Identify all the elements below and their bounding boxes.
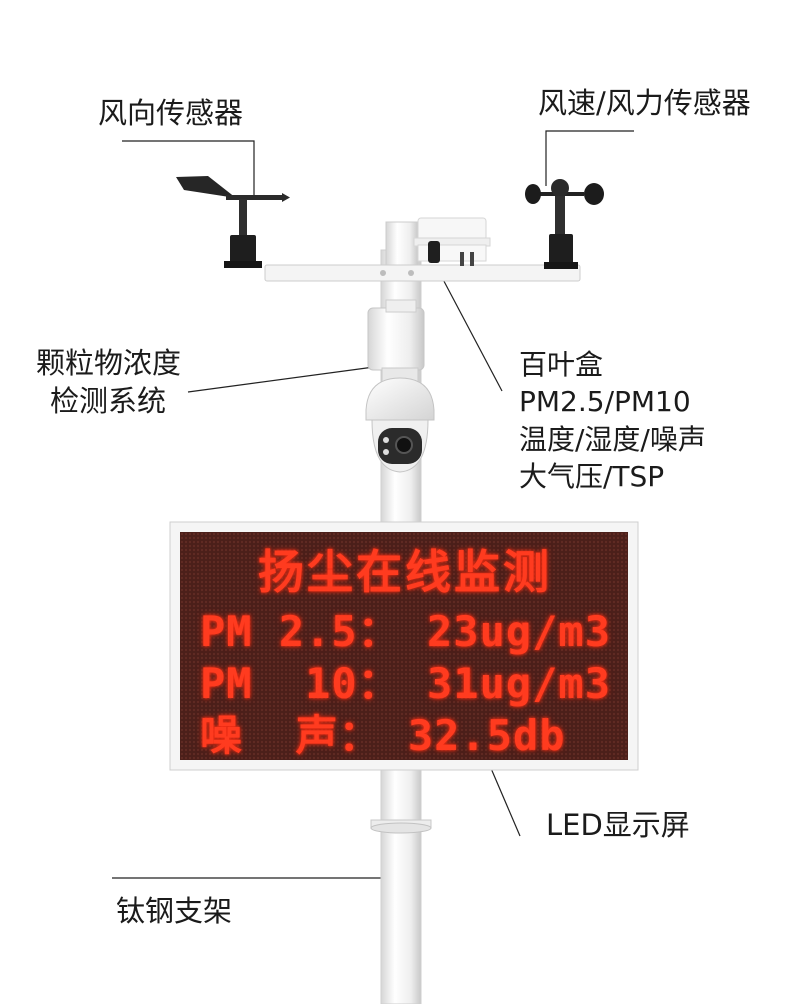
wind-direction-sensor — [176, 176, 290, 268]
dome-camera — [365, 367, 435, 473]
label-louver-line2: PM2.5/PM10 — [519, 385, 691, 418]
pole-collar — [370, 819, 432, 834]
leader-lines — [112, 130, 634, 879]
led-title: 扬尘在线监测 — [258, 545, 552, 599]
leader-wind-speed — [545, 130, 634, 186]
label-support: 钛钢支架 — [116, 894, 233, 928]
label-led-screen: LED显示屏 — [546, 808, 690, 842]
label-particulate-line2: 检测系统 — [50, 384, 167, 418]
label-louver-line1: 百叶盒 — [519, 348, 604, 381]
led-row-noise: 噪 声： 32.5db — [200, 711, 566, 760]
led-row-pm10: PM 10： 31ug/m3 — [200, 659, 612, 708]
label-wind-speed: 风速/风力传感器 — [538, 86, 751, 120]
louver-box — [413, 217, 491, 266]
wind-speed-sensor — [525, 179, 604, 269]
leader-wind-direction — [122, 140, 255, 196]
label-louver-line4: 大气压/TSP — [519, 460, 665, 493]
crossarm — [264, 264, 581, 282]
label-wind-direction: 风向传感器 — [98, 96, 244, 130]
led-row-pm25: PM 2.5： 23ug/m3 — [200, 607, 612, 656]
leader-particulate — [187, 366, 375, 393]
label-louver-line3: 温度/湿度/噪声 — [519, 423, 706, 456]
leader-louver — [436, 267, 503, 392]
led-screen-frame — [169, 521, 639, 771]
label-particulate-line1: 颗粒物浓度 — [36, 346, 182, 380]
particulate-housing — [367, 299, 425, 371]
